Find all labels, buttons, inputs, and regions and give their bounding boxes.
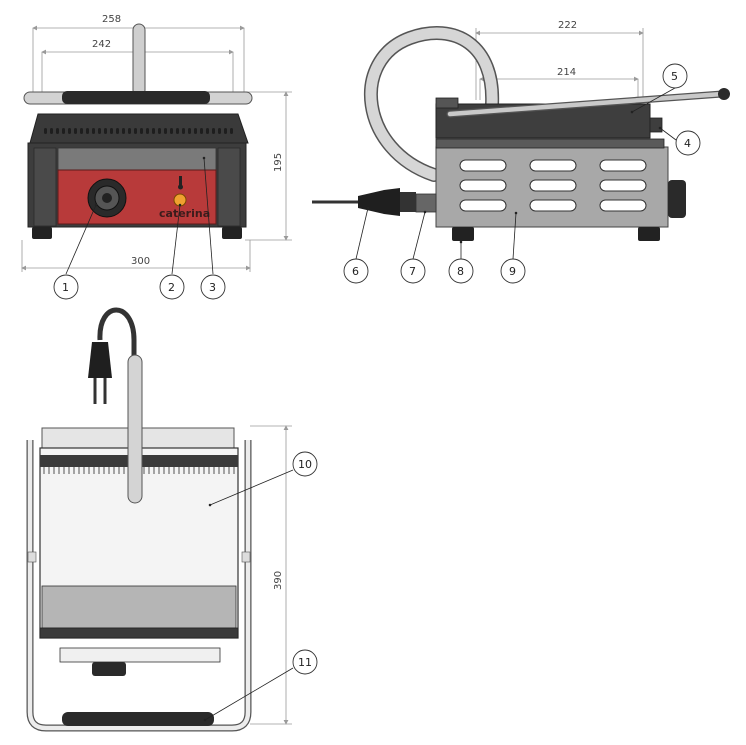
plug-strain-relief bbox=[358, 188, 400, 216]
vent-slot bbox=[459, 199, 507, 212]
grill-rib bbox=[128, 128, 131, 134]
front-lip bbox=[59, 647, 221, 663]
callout-number-2: 2 bbox=[168, 281, 175, 294]
vent-slot bbox=[529, 179, 577, 192]
callout-bubble-6 bbox=[343, 258, 369, 284]
top-cord-tube bbox=[127, 354, 143, 504]
grill-rib bbox=[140, 128, 143, 134]
grill-rib bbox=[200, 128, 203, 134]
callout-bubble-4 bbox=[675, 130, 701, 156]
top-plug bbox=[88, 342, 112, 378]
side-knob bbox=[668, 180, 686, 218]
grill-rib bbox=[206, 128, 209, 134]
callout-number-5: 5 bbox=[671, 70, 678, 83]
grill-rib bbox=[92, 128, 95, 134]
vent-slot bbox=[529, 159, 577, 172]
side-view: 222 214 5 4 6 bbox=[312, 20, 730, 284]
top-handle-grip bbox=[62, 712, 214, 726]
grill-rib bbox=[182, 128, 185, 134]
top-cord bbox=[97, 307, 137, 470]
dim-label-214: 214 bbox=[557, 67, 576, 78]
dim-label-222: 222 bbox=[558, 20, 577, 31]
dim-label-300: 300 bbox=[131, 256, 150, 267]
grill-rib bbox=[176, 128, 179, 134]
callout-bubble-9 bbox=[500, 258, 526, 284]
grill-rib bbox=[86, 128, 89, 134]
callout-number-1: 1 bbox=[62, 281, 69, 294]
callout-number-7: 7 bbox=[409, 265, 416, 278]
grill-rib bbox=[104, 128, 107, 134]
callout-bubble-3 bbox=[200, 274, 226, 300]
callout-number-4: 4 bbox=[684, 137, 691, 150]
grill-rib bbox=[152, 128, 155, 134]
thermometer-symbol bbox=[179, 176, 182, 185]
vent-slot bbox=[599, 179, 647, 192]
vent-slot bbox=[459, 179, 507, 192]
grill-rib bbox=[68, 128, 71, 134]
cord-clamp bbox=[415, 193, 437, 213]
handle-grip bbox=[62, 91, 210, 104]
foot-right bbox=[222, 227, 242, 239]
callout-bubble-10 bbox=[292, 451, 318, 477]
vent-slot bbox=[599, 199, 647, 212]
callout-number-8: 8 bbox=[457, 265, 464, 278]
grill-rib bbox=[158, 128, 161, 134]
grill-rib bbox=[80, 128, 83, 134]
lever-knob bbox=[718, 88, 730, 100]
brand-label: caterina bbox=[159, 207, 210, 220]
grill-rib bbox=[194, 128, 197, 134]
red-control-panel bbox=[57, 169, 217, 225]
callout-bubble-8 bbox=[448, 258, 474, 284]
grill-rib bbox=[74, 128, 77, 134]
grill-ribs bbox=[44, 128, 233, 134]
grill-rib bbox=[134, 128, 137, 134]
cord-tube bbox=[132, 23, 146, 97]
dim-label-242: 242 bbox=[92, 39, 111, 50]
grill-rib bbox=[188, 128, 191, 134]
grill-rib bbox=[212, 128, 215, 134]
grill-rib bbox=[170, 128, 173, 134]
grill-rib bbox=[44, 128, 47, 134]
top-view: 390 10 11 bbox=[26, 307, 318, 732]
vent-slot bbox=[459, 159, 507, 172]
callout-number-3: 3 bbox=[209, 281, 216, 294]
grill-rib bbox=[56, 128, 59, 134]
grill-rib bbox=[122, 128, 125, 134]
grease-tray bbox=[57, 147, 217, 171]
vent-slots bbox=[459, 159, 647, 212]
callout-bubble-5 bbox=[662, 63, 688, 89]
vent-slot bbox=[599, 159, 647, 172]
grill-rib bbox=[62, 128, 65, 134]
grill-rib bbox=[230, 128, 233, 134]
dim-label-195: 195 bbox=[273, 153, 284, 172]
grill-rib bbox=[224, 128, 227, 134]
vent-slot bbox=[529, 199, 577, 212]
callout-bubble-11 bbox=[292, 649, 318, 675]
grill-rib bbox=[110, 128, 113, 134]
grill-rib bbox=[146, 128, 149, 134]
foot-left bbox=[32, 227, 52, 239]
callout-number-9: 9 bbox=[509, 265, 516, 278]
side-foot-rear bbox=[638, 227, 660, 241]
indicator-lamp bbox=[173, 193, 187, 207]
callout-number-10: 10 bbox=[298, 458, 312, 471]
callout-bubble-1 bbox=[53, 274, 79, 300]
grill-rib bbox=[164, 128, 167, 134]
front-view: 258 242 300 195 caterina bbox=[21, 14, 292, 300]
plate-front-section bbox=[41, 585, 237, 629]
top-knob bbox=[92, 662, 126, 676]
callout-number-6: 6 bbox=[352, 265, 359, 278]
side-foot-front bbox=[452, 227, 474, 241]
grill-rib bbox=[218, 128, 221, 134]
callout-number-11: 11 bbox=[298, 656, 312, 669]
top-plate bbox=[29, 113, 249, 144]
grill-rib bbox=[98, 128, 101, 134]
grill-rib bbox=[116, 128, 119, 134]
dim-label-390: 390 bbox=[273, 571, 284, 590]
dim-label-258: 258 bbox=[102, 14, 121, 25]
callout-bubble-7 bbox=[400, 258, 426, 284]
callout-bubble-2 bbox=[159, 274, 185, 300]
grill-rib bbox=[50, 128, 53, 134]
